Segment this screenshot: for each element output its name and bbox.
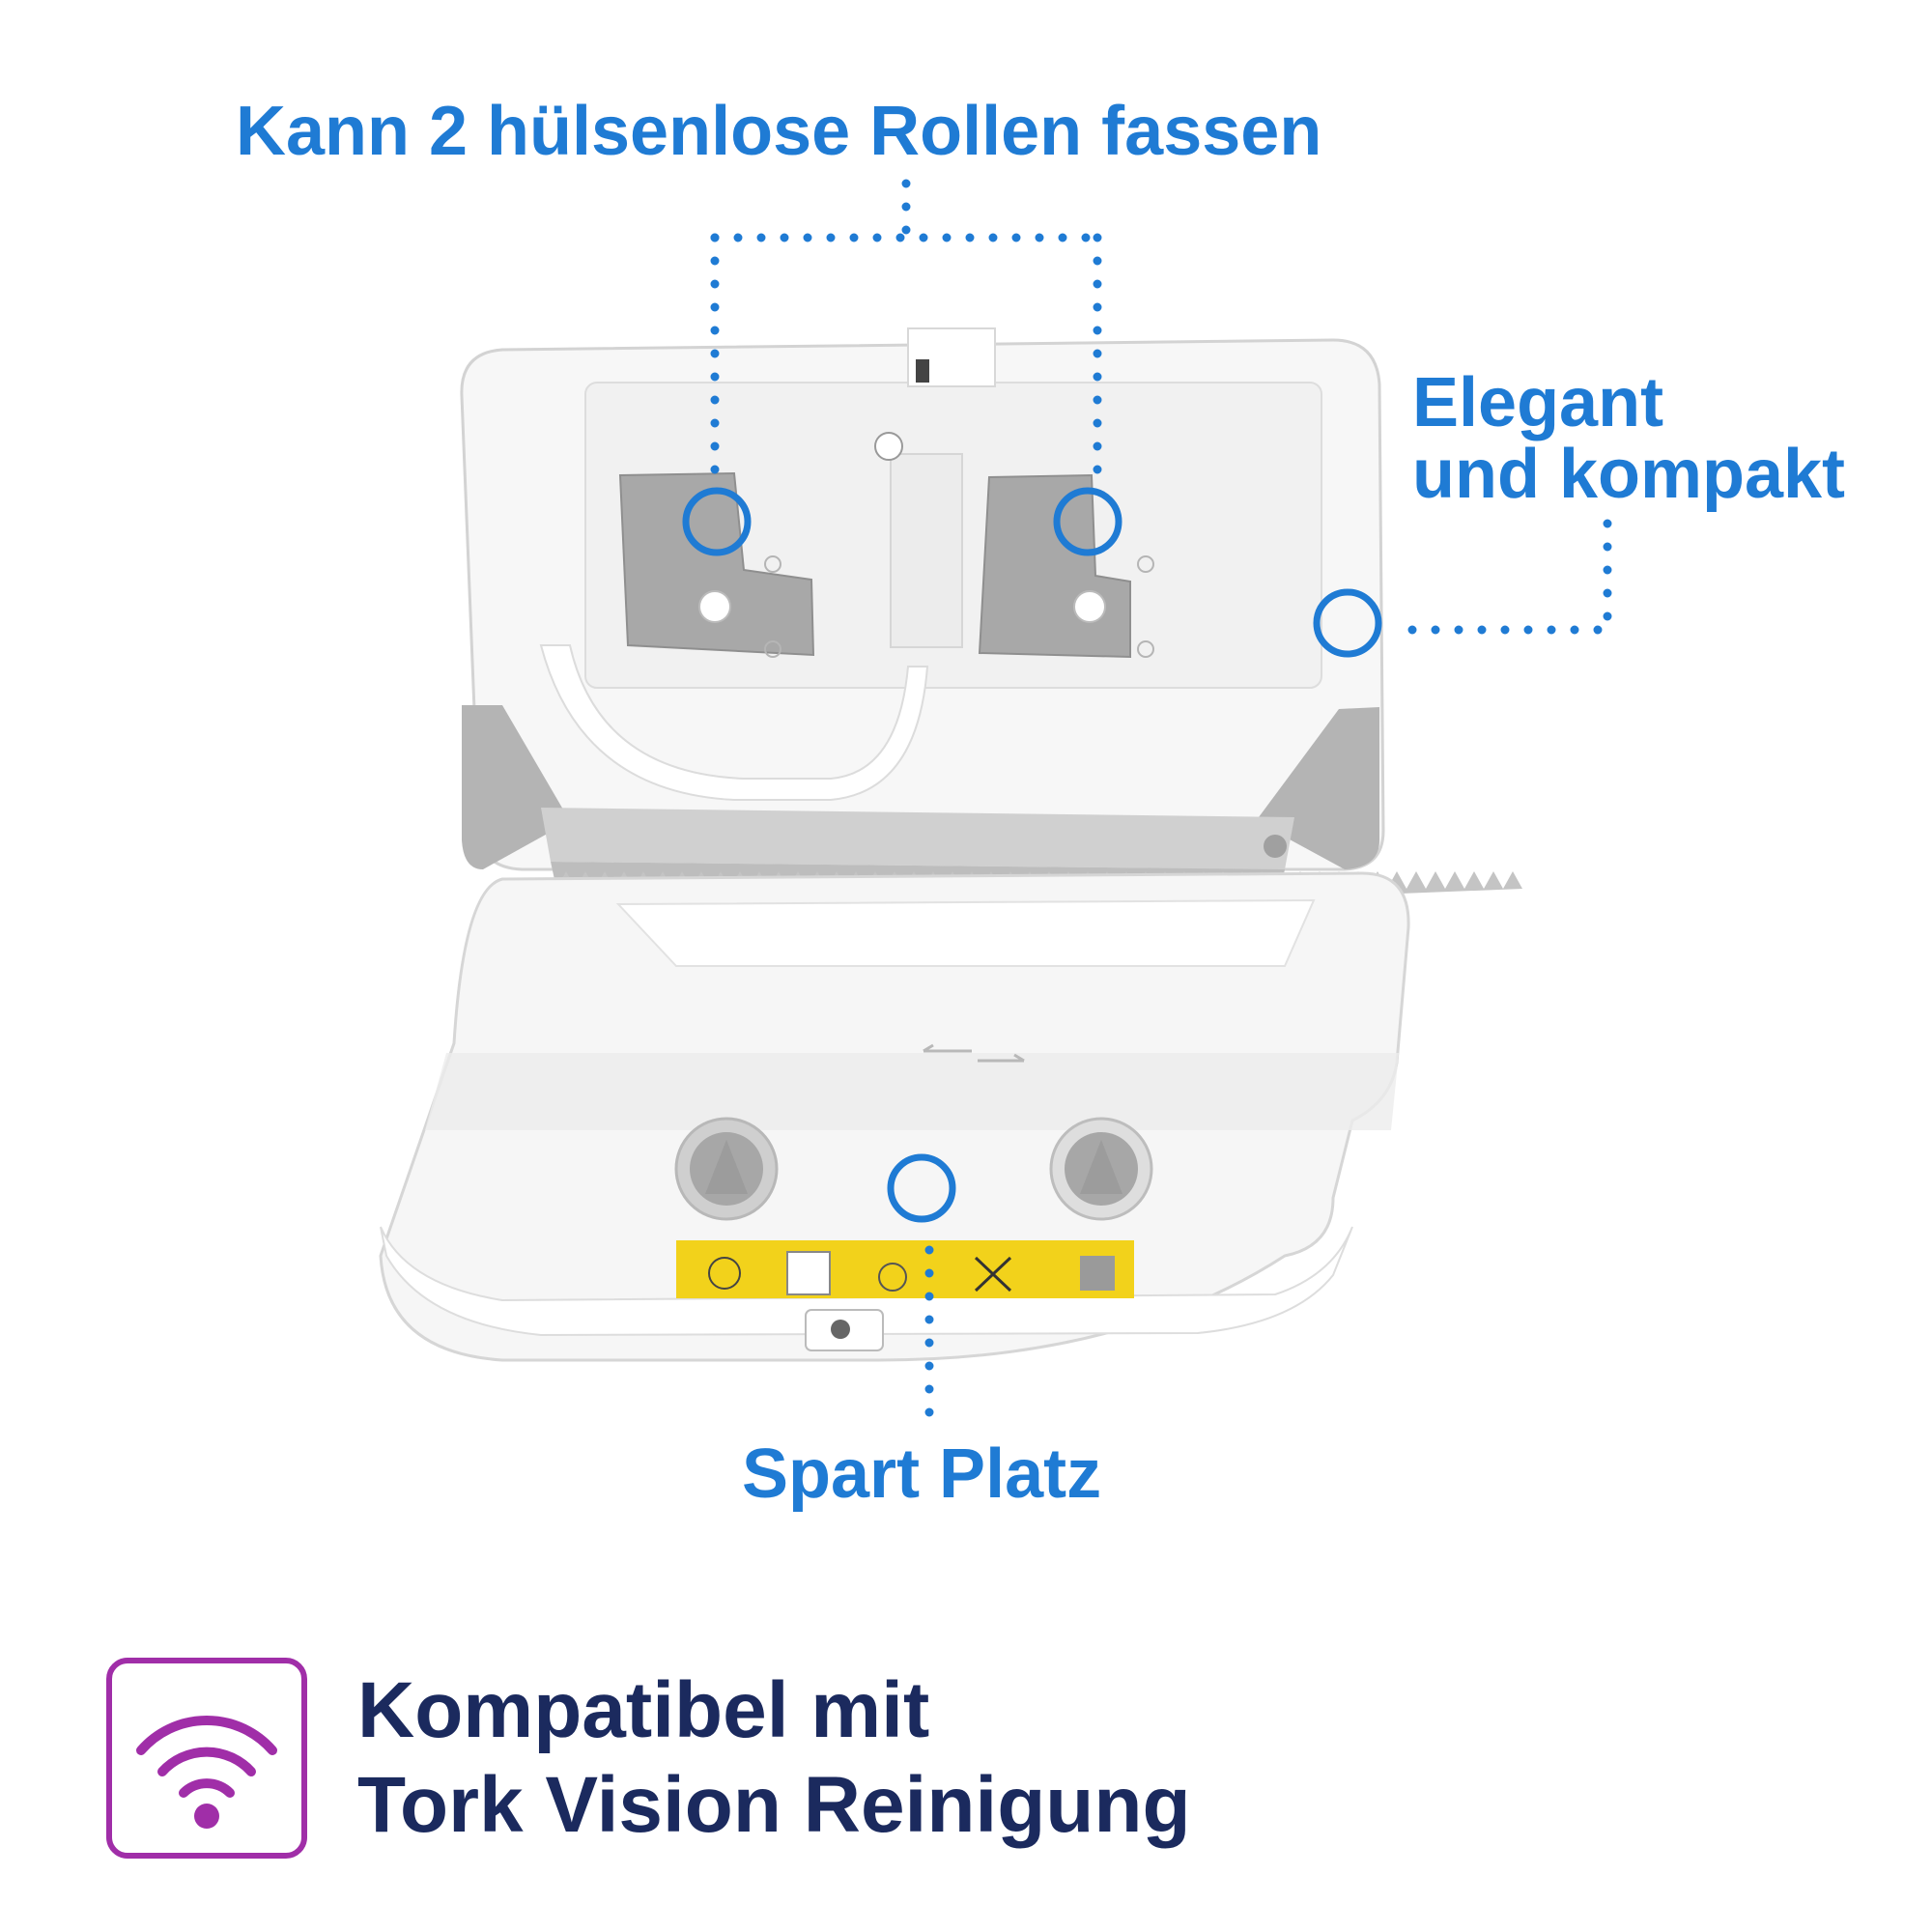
marker-right-roll: [1053, 487, 1122, 556]
callout-saves-space: Spart Platz: [742, 1435, 1102, 1513]
callout-markers: [682, 487, 1382, 1223]
dispenser-illustration: [379, 179, 1612, 1435]
compatibility-line2: Tork Vision Reinigung: [357, 1761, 1191, 1849]
dispenser-back-housing: [460, 327, 1385, 871]
left-roll-spindle: [674, 1117, 779, 1221]
marker-left-roll: [682, 487, 752, 556]
right-roll-spindle: [1049, 1117, 1153, 1221]
callout-elegant-line2: und kompakt: [1412, 436, 1846, 513]
dispenser-front-cover: [379, 871, 1410, 1362]
callout-elegant-line1: Elegant: [1412, 364, 1664, 441]
left-roll-holder: [618, 471, 815, 657]
compatibility-statement: Kompatibel mit Tork Vision Reinigung: [357, 1663, 1191, 1853]
marker-housing-edge: [1313, 588, 1382, 658]
callout-connectors: [710, 179, 1612, 1435]
instruction-label: [676, 1240, 1134, 1298]
key-lock: [805, 1309, 884, 1351]
callout-two-rolls: Kann 2 hülsenlose Rollen fassen: [236, 93, 1322, 170]
marker-front-cover: [887, 1153, 956, 1223]
wifi-signal-icon: [106, 1658, 307, 1859]
callout-elegant-compact: Elegant und kompakt: [1412, 367, 1845, 510]
compatibility-line1: Kompatibel mit: [357, 1666, 930, 1754]
